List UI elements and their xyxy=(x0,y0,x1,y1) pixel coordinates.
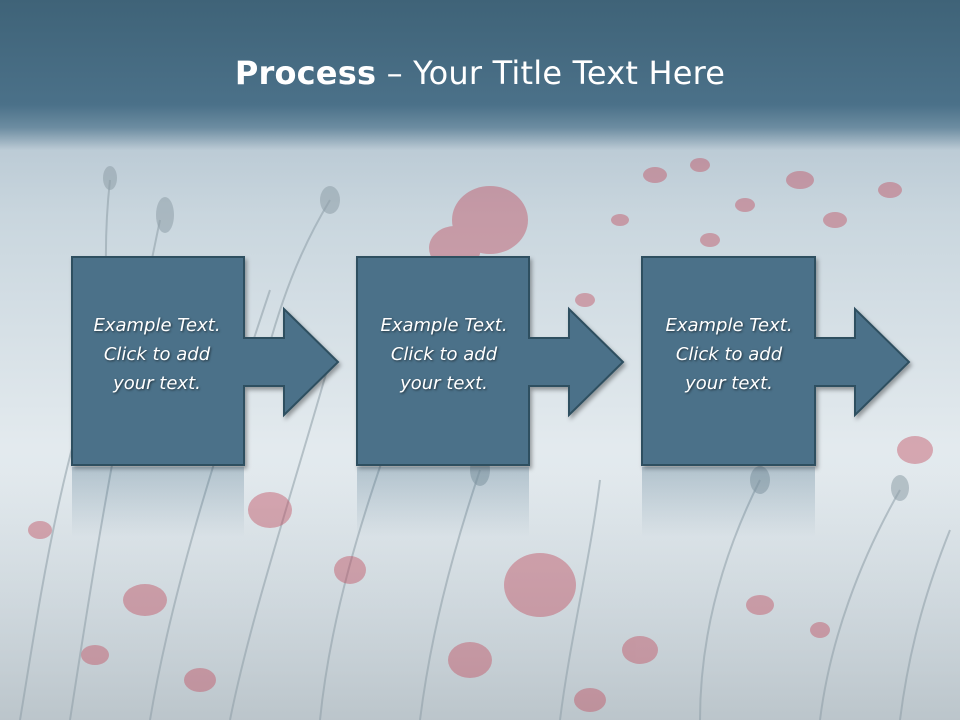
step-2-text[interactable]: Example Text. Click to add your text. xyxy=(358,311,530,398)
step-2-shape[interactable] xyxy=(356,256,625,537)
slide-title[interactable]: Process – Your Title Text Here xyxy=(0,54,960,92)
step-1-text[interactable]: Example Text. Click to add your text. xyxy=(72,311,242,398)
step-3-line-1: Example Text. xyxy=(665,315,793,336)
step-1-shape[interactable] xyxy=(71,256,340,537)
step-2-line-3: your text. xyxy=(400,373,488,394)
step-3-shape[interactable] xyxy=(641,256,911,537)
step-2-line-1: Example Text. xyxy=(380,315,508,336)
title-band xyxy=(0,0,960,150)
step-3-line-2: Click to add xyxy=(675,344,783,365)
title-rest: – Your Title Text Here xyxy=(376,54,726,92)
step-1-line-3: your text. xyxy=(113,373,201,394)
step-2-line-2: Click to add xyxy=(390,344,498,365)
step-3-line-3: your text. xyxy=(685,373,773,394)
step-3-text[interactable]: Example Text. Click to add your text. xyxy=(642,311,816,398)
title-bold: Process xyxy=(234,54,377,92)
step-1-line-2: Click to add xyxy=(103,344,211,365)
step-1-line-1: Example Text. xyxy=(93,315,221,336)
